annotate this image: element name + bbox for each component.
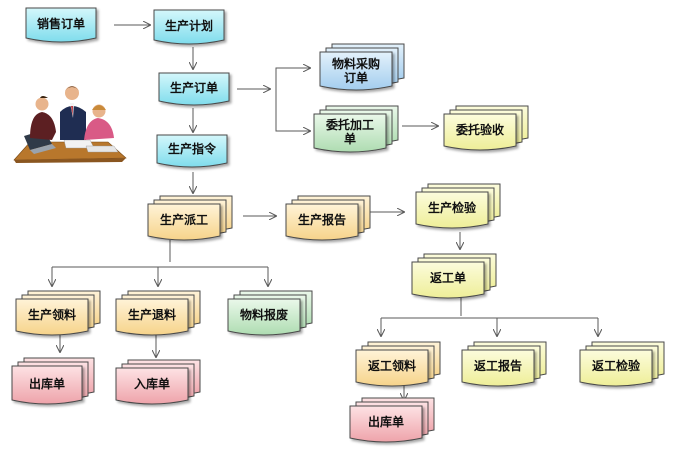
node-label-line2: 订单	[344, 70, 368, 85]
node-rework: 返工单	[411, 253, 497, 299]
node-outsource-process: 委托加工 单	[313, 105, 399, 153]
node-outbound-2: 出库单	[349, 397, 435, 443]
node-inbound: 入库单	[115, 359, 201, 405]
node-label-line1: 委托加工	[325, 117, 374, 132]
node-label: 生产退料	[128, 307, 176, 322]
node-label: 物料报废	[240, 307, 288, 322]
node-label-line1: 物料采购	[332, 56, 380, 71]
edge-to-purchase	[275, 68, 310, 89]
node-label: 出库单	[368, 414, 404, 429]
node-rework-material: 返工领料	[355, 341, 441, 387]
node-material-return: 生产退料	[115, 290, 201, 336]
edges	[52, 25, 598, 400]
node-label: 生产计划	[165, 18, 213, 33]
node-label: 返工报告	[474, 358, 522, 373]
node-label: 销售订单	[37, 16, 85, 31]
node-sales-order: 销售订单	[25, 7, 97, 43]
node-material-scrap: 物料报废	[227, 290, 313, 336]
node-label: 返工领料	[368, 358, 416, 373]
node-production-report: 生产报告	[285, 195, 371, 241]
node-production-inspection: 生产检验	[415, 183, 501, 229]
node-rework-inspection: 返工检验	[579, 341, 665, 387]
node-material-request: 生产领料	[15, 290, 101, 336]
node-label: 生产报告	[298, 212, 346, 227]
node-label: 生产派工	[160, 212, 208, 227]
node-label: 生产领料	[28, 307, 76, 322]
edge-to-outsource	[275, 89, 310, 131]
node-label: 入库单	[134, 376, 170, 391]
node-label: 返工检验	[592, 358, 641, 373]
node-label: 返工单	[430, 270, 466, 285]
node-outsource-inspection: 委托验收	[443, 105, 529, 151]
node-material-purchase: 物料采购 订单	[319, 43, 405, 91]
node-production-plan: 生产计划	[153, 9, 225, 45]
node-production-order: 生产订单	[158, 72, 230, 106]
node-label-line2: 单	[344, 131, 356, 146]
node-label: 生产订单	[170, 80, 218, 95]
node-production-instruction: 生产指令	[156, 134, 228, 168]
node-label: 出库单	[29, 376, 65, 391]
business-meeting-illustration	[13, 86, 127, 163]
node-label: 生产指令	[168, 141, 217, 156]
node-dispatch: 生产派工	[147, 195, 233, 241]
node-rework-report: 返工报告	[461, 341, 547, 387]
node-outbound-1: 出库单	[11, 357, 95, 405]
node-label: 生产检验	[428, 200, 477, 215]
node-label: 委托验收	[455, 122, 504, 137]
